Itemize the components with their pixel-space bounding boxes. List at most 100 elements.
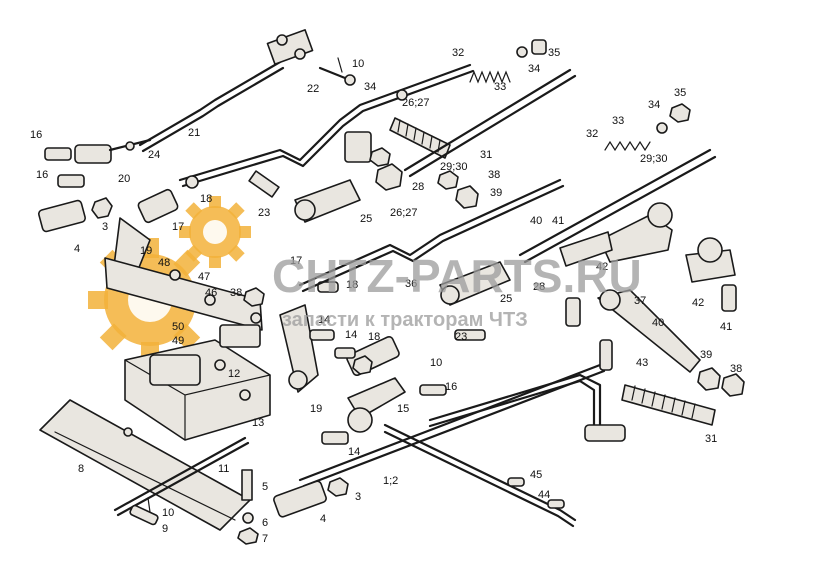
callout-34: 34 <box>364 81 376 93</box>
watermark: CHTZ-PARTS.RU запасти к тракторам ЧТЗ <box>272 250 642 331</box>
callout-29-30: 29;30 <box>640 153 668 165</box>
callout-31: 31 <box>705 433 717 445</box>
lever-37-40 <box>559 231 701 373</box>
callout-33: 33 <box>612 115 624 127</box>
callout-18: 18 <box>346 279 358 291</box>
callout-17: 17 <box>172 221 184 233</box>
callout-24: 24 <box>148 149 160 161</box>
callout-14: 14 <box>318 314 330 326</box>
callout-25: 25 <box>500 293 512 305</box>
callout-16: 16 <box>445 381 457 393</box>
callout-18: 18 <box>200 193 212 205</box>
callout-16: 16 <box>36 169 48 181</box>
callout-7: 7 <box>262 533 268 545</box>
fork-4-bottom <box>273 477 349 518</box>
callout-46: 46 <box>205 287 217 299</box>
rod-end-25-center <box>439 261 511 341</box>
callout-14: 14 <box>345 329 357 341</box>
pin-23-top <box>248 170 280 198</box>
callout-19: 19 <box>140 245 152 257</box>
nut-28 <box>369 147 403 191</box>
callout-23: 23 <box>258 207 270 219</box>
fasteners-5-6-7 <box>129 469 259 545</box>
rod-29-30-center <box>403 68 577 178</box>
callout-47: 47 <box>198 271 210 283</box>
callout-39: 39 <box>700 349 712 361</box>
pin-22-assembly <box>318 57 356 86</box>
callout-13: 13 <box>252 417 264 429</box>
callout-3: 3 <box>102 221 108 233</box>
watermark-tagline: запасти к тракторам ЧТЗ <box>282 309 528 331</box>
callout-23: 23 <box>455 331 467 343</box>
callout-19: 19 <box>310 403 322 415</box>
callout-4: 4 <box>74 243 80 255</box>
spring-33-top <box>469 39 547 84</box>
callout-41: 41 <box>720 321 732 333</box>
callout-33: 33 <box>494 81 506 93</box>
callout-9: 9 <box>162 523 168 535</box>
rod-29-30-right <box>518 148 717 264</box>
spring-31-right <box>621 384 716 426</box>
rod-21 <box>138 29 314 153</box>
callout-1-2: 1;2 <box>383 475 398 487</box>
callout-48: 48 <box>158 257 170 269</box>
callout-35: 35 <box>548 47 560 59</box>
callout-28: 28 <box>533 281 545 293</box>
callout-35: 35 <box>674 87 686 99</box>
callout-3: 3 <box>355 491 361 503</box>
callout-38: 38 <box>730 363 742 375</box>
callout-36: 36 <box>405 278 417 290</box>
callout-25: 25 <box>360 213 372 225</box>
callout-42: 42 <box>692 297 704 309</box>
lever-15 <box>321 377 447 445</box>
spring-33-right <box>604 103 691 152</box>
callout-44: 44 <box>538 489 550 501</box>
callout-26-27: 26;27 <box>402 97 430 109</box>
rod-44 <box>383 423 577 528</box>
callout-5: 5 <box>262 481 268 493</box>
callout-32: 32 <box>586 128 598 140</box>
callout-11: 11 <box>218 463 229 475</box>
callout-14: 14 <box>348 446 360 458</box>
callout-40: 40 <box>652 317 664 329</box>
callout-18: 18 <box>368 331 380 343</box>
callout-21: 21 <box>188 127 200 139</box>
callout-37: 37 <box>634 295 646 307</box>
bent-rod-43 <box>428 339 626 442</box>
lever-42-right <box>599 202 737 312</box>
callout-10: 10 <box>430 357 442 369</box>
callout-8: 8 <box>78 463 84 475</box>
callout-10: 10 <box>162 507 174 519</box>
callout-34: 34 <box>648 99 660 111</box>
callout-32: 32 <box>452 47 464 59</box>
callout-45: 45 <box>530 469 542 481</box>
callout-42: 42 <box>596 261 608 273</box>
callout-28: 28 <box>412 181 424 193</box>
callout-38: 38 <box>230 287 242 299</box>
nuts-38-39-right <box>697 367 745 397</box>
callout-17: 17 <box>290 255 302 267</box>
rod-26-27-upper <box>178 63 475 188</box>
callout-20: 20 <box>118 173 130 185</box>
callout-34: 34 <box>528 63 540 75</box>
callout-labels: 1;2 3 3 4 4 5 6 7 8 9 10 10 10 11 12 13 … <box>30 47 742 545</box>
callout-10: 10 <box>352 58 364 70</box>
callout-31: 31 <box>480 149 492 161</box>
callout-40: 40 <box>530 215 542 227</box>
callout-22: 22 <box>307 83 319 95</box>
left-fork-cluster <box>38 138 199 233</box>
callout-50: 50 <box>172 321 184 333</box>
callout-12: 12 <box>228 368 240 380</box>
lever-19-center <box>279 281 400 393</box>
callout-29-30: 29;30 <box>440 161 468 173</box>
watermark-brand: CHTZ-PARTS.RU <box>272 250 642 302</box>
rod-26-27-lower <box>298 178 565 293</box>
housing-13 <box>124 324 271 441</box>
fasteners-36-38-center <box>243 170 479 324</box>
callout-49: 49 <box>172 335 184 347</box>
callout-15: 15 <box>397 403 409 415</box>
part-45 <box>507 477 565 509</box>
callout-4: 4 <box>320 513 326 525</box>
small-gear-icon <box>179 196 251 268</box>
rod-end-25-left <box>294 179 361 223</box>
